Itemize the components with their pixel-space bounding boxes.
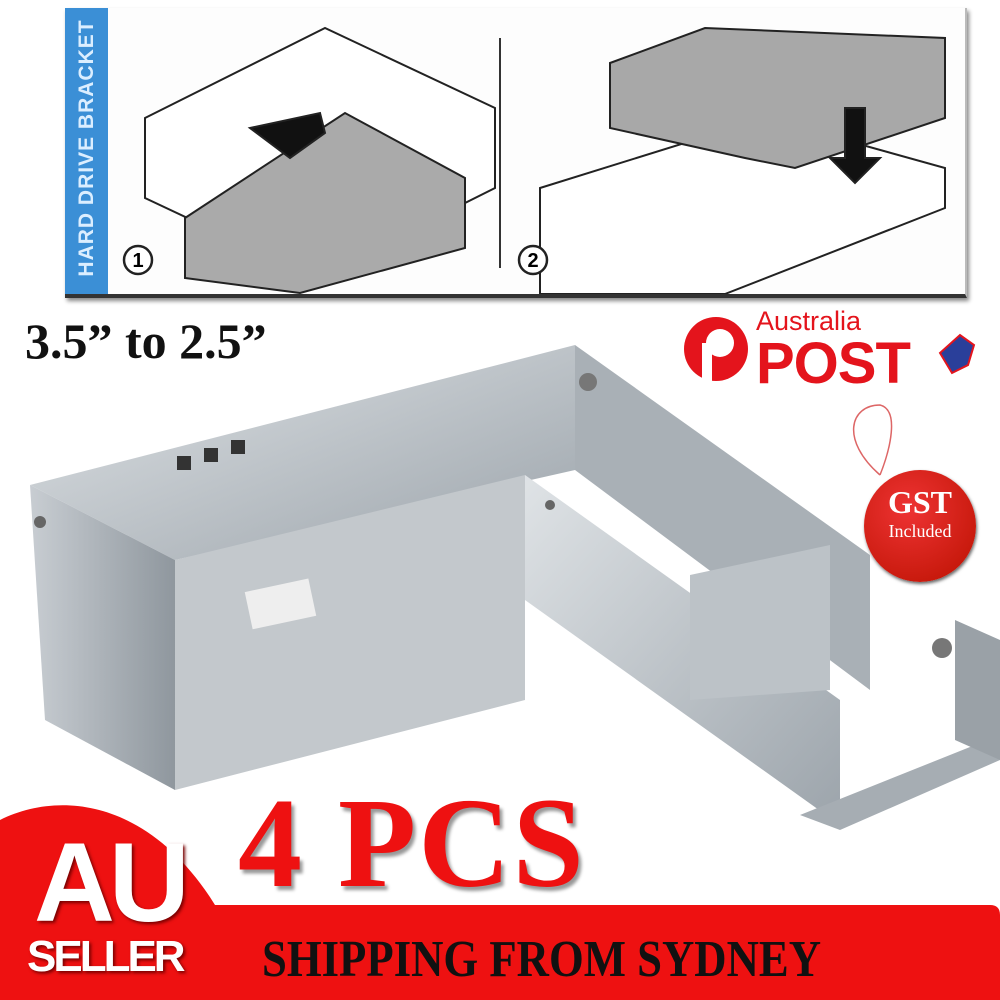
au-label: AU	[34, 820, 190, 945]
size-label: 3.5” to 2.5”	[25, 313, 267, 369]
diagram-side-stripe: HARD DRIVE BRACKET	[65, 8, 108, 294]
gst-label: GST	[887, 484, 953, 520]
gst-included-label: Included	[888, 521, 952, 541]
gst-tag-string	[852, 404, 893, 476]
shipping-banner-text: SHIPPING FROM SYDNEY	[262, 931, 822, 988]
step1-number: 1	[132, 250, 143, 272]
step2-drawing	[539, 26, 946, 294]
post-logo-line2: POST	[756, 331, 911, 396]
gst-badge: GST Included	[864, 470, 976, 582]
diagram-drawings: 1 2	[122, 26, 946, 294]
installation-diagram: HARD DRIVE BRACKET 1 2	[65, 8, 967, 298]
quantity-label: 4 PCS	[238, 772, 586, 914]
seller-label: SELLER	[27, 932, 186, 981]
post-logo-line1: Australia	[756, 306, 862, 336]
australia-post-logo	[684, 317, 976, 381]
step2-number: 2	[527, 250, 538, 272]
step1-drawing	[144, 26, 496, 294]
